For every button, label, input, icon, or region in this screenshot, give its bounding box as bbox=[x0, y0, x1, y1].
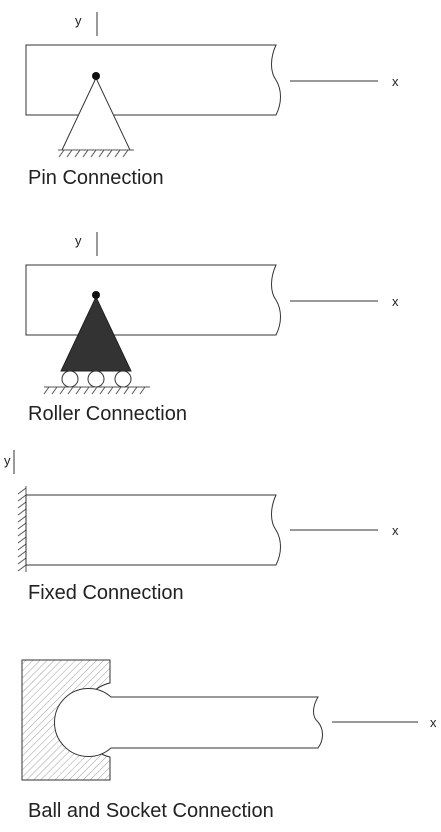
roller-wheel-right bbox=[114, 370, 132, 388]
roller-wheel-left bbox=[61, 370, 79, 388]
fixed-y-label: y bbox=[4, 453, 11, 468]
pin-beam bbox=[25, 44, 281, 116]
fixed-beam bbox=[25, 494, 281, 566]
fixed-connection-panel: y x Fixed Connection bbox=[4, 450, 399, 604]
pin-y-label: y bbox=[75, 13, 82, 28]
roller-caption: Roller Connection bbox=[28, 403, 187, 425]
ball-and-arm bbox=[54, 688, 323, 757]
fixed-x-label: x bbox=[392, 523, 399, 538]
roller-ground-hatch bbox=[43, 386, 150, 395]
pin-ground-hatch bbox=[58, 149, 134, 158]
ball-socket-x-label: x bbox=[430, 715, 437, 730]
roller-wheel-center bbox=[87, 370, 105, 388]
roller-beam bbox=[25, 264, 281, 336]
roller-joint bbox=[92, 291, 100, 299]
fixed-wall-hatch bbox=[17, 486, 27, 572]
roller-x-label: x bbox=[392, 294, 399, 309]
pin-joint bbox=[92, 72, 100, 80]
pin-caption: Pin Connection bbox=[28, 167, 164, 189]
ball-socket-connection-panel: x Ball and Socket Connection bbox=[21, 659, 437, 822]
ball-socket-caption: Ball and Socket Connection bbox=[28, 800, 274, 822]
pin-connection-panel: y x Pin Connection bbox=[25, 12, 399, 189]
roller-y-label: y bbox=[75, 233, 82, 248]
roller-connection-panel: y x Roller Connection bbox=[25, 232, 399, 425]
fixed-caption: Fixed Connection bbox=[28, 582, 184, 604]
pin-x-label: x bbox=[392, 74, 399, 89]
